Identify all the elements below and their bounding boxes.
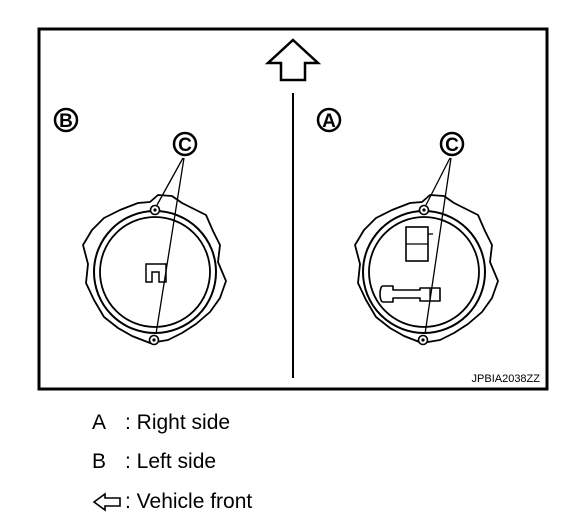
legend-text-b: : Left side [125,450,217,473]
left-panel: B C [53,107,227,346]
right-panel: A C [316,107,499,346]
left-callout-label: C [178,135,192,156]
legend-key-b: B [92,450,107,473]
right-bolt-top-center [422,208,426,212]
vehicle-front-arrow-icon [264,38,322,82]
right-leader-bottom [424,157,452,335]
left-panel-label: B [59,111,73,132]
right-leader-top [425,157,451,206]
right-callout-label: C [445,135,459,156]
legend-key-a: A [92,411,107,434]
left-bolt-top-center [153,208,157,212]
legend-item-b: B : Left side [92,450,216,474]
legend-item-front: : Vehicle front [92,490,252,514]
legend-item-a: A : Right side [92,411,230,435]
right-bolt-bottom-center [421,338,425,342]
diagram-frame [37,27,549,391]
left-leader-bottom [155,157,185,335]
left-bolt-bottom-center [152,338,156,342]
right-panel-label-badge [316,107,342,133]
right-cover-plate [354,194,499,344]
left-cover-ring-inner [99,216,211,328]
right-panel-label: A [322,111,336,132]
hollow-arrow-left-icon [92,492,125,513]
left-bracket [145,263,167,283]
legend-text-a: : Right side [125,411,231,434]
service-diagram: B C A [37,27,549,391]
legend-text-front: : Vehicle front [125,490,253,513]
left-panel-label-badge [53,107,79,133]
right-cover-ring-outer [362,210,486,334]
right-hose-connector [379,285,441,303]
right-callout-badge [439,131,465,157]
figure-code: JPBIA2038ZZ [472,373,541,385]
right-cover-ring-inner [368,216,480,328]
left-leader-top [156,157,184,206]
left-callout-badge [172,131,198,157]
